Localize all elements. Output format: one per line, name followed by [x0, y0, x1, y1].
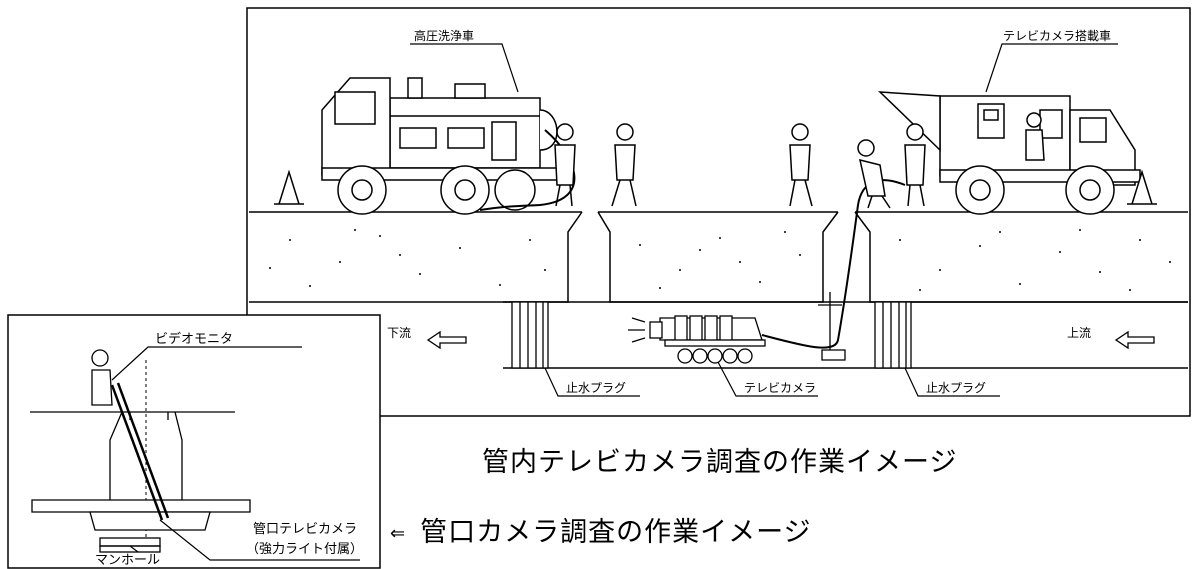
video-monitor-label: ビデオモニタ: [155, 331, 233, 347]
traffic-cone-left: [274, 169, 304, 205]
manhole-label: マンホール: [95, 553, 160, 568]
upstream-arrow: [1114, 330, 1155, 350]
plug-right-label: 止水プラグ: [926, 381, 986, 395]
light-note-label: （強力ライト付属）: [246, 542, 363, 557]
plug-left-leader: [544, 367, 640, 397]
tv-camera-leader: [717, 361, 818, 397]
video-monitor-leader: [111, 346, 302, 381]
camera-truck-leader: [985, 43, 1118, 93]
worker-figures: [554, 112, 1045, 209]
port-camera-leader: [159, 519, 360, 561]
upstream-label: 上流: [1067, 326, 1091, 340]
plug-right-leader: [904, 367, 1000, 397]
soil-texture: [269, 229, 1171, 291]
stop-plug-left-shape: [511, 301, 549, 369]
sub-caption-row: ⇐ 管口カメラ調査の作業イメージ: [390, 510, 812, 549]
tv-camera-robot: [628, 315, 766, 364]
plug-left-label: 止水プラグ: [566, 381, 626, 395]
main-caption: 管内テレビカメラ調査の作業イメージ: [482, 447, 958, 478]
sewer-pipe: [503, 301, 1188, 369]
flushing-truck: [321, 77, 563, 215]
flush-truck-leader: [410, 43, 519, 93]
tv-camera-label: テレビカメラ: [744, 381, 816, 395]
inset-worker: [91, 349, 113, 406]
camera-truck-label: テレビカメラ搭載車: [1003, 29, 1111, 43]
manhole-leader: [129, 545, 139, 553]
sub-caption: 管口カメラ調査の作業イメージ: [420, 517, 812, 548]
inset-pipe: [31, 499, 251, 531]
cable-guide: [818, 292, 846, 361]
port-camera-label: 管口テレビカメラ: [253, 522, 357, 537]
camera-pole: [110, 382, 170, 521]
left-arrow-icon: ⇐: [390, 523, 407, 544]
traffic-cone-right: [1127, 169, 1157, 205]
camera-truck: [878, 91, 1141, 215]
downstream-arrow: [426, 330, 467, 350]
stop-plug-right-shape: [874, 301, 912, 369]
downstream-label: 下流: [387, 326, 411, 340]
flush-truck-label: 高圧洗浄車: [414, 28, 474, 43]
